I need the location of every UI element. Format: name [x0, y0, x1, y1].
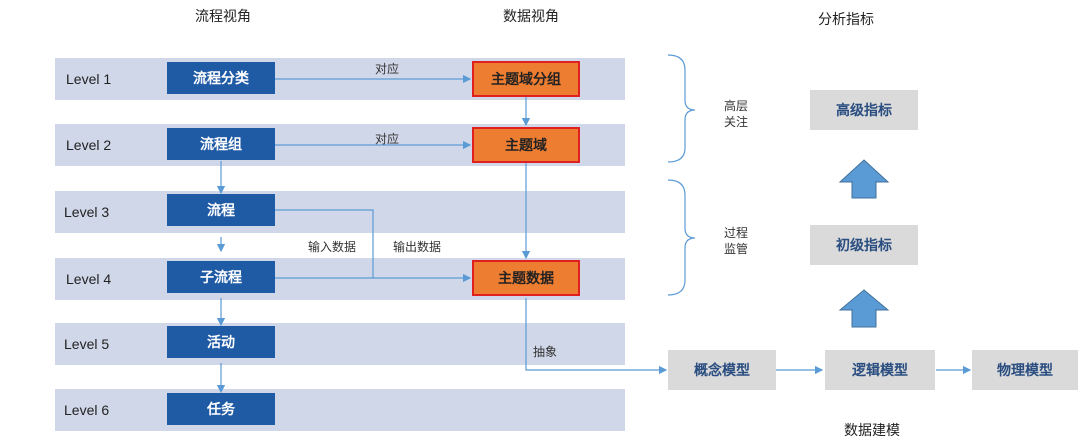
level-label-3: Level 3 — [64, 204, 110, 220]
logical-model-box: 逻辑模型 — [825, 350, 935, 390]
level-label-4: Level 4 — [66, 271, 112, 287]
level-band-6 — [55, 389, 625, 431]
basic-metrics-box: 初级指标 — [810, 225, 918, 265]
correspond-label-1: 对应 — [375, 62, 400, 76]
abstract-line — [525, 298, 668, 375]
bracket-lower — [667, 179, 696, 296]
up-arrow-upper — [838, 159, 890, 199]
level-band-3 — [55, 191, 625, 233]
up-arrow-lower — [838, 289, 890, 328]
data-box-4: 主题数据 — [472, 260, 580, 296]
bracket-label-lower: 过程 监管 — [724, 226, 749, 256]
level-label-1: Level 1 — [66, 71, 112, 87]
advanced-metrics-box: 高级指标 — [810, 90, 918, 130]
abstract-label: 抽象 — [533, 345, 558, 359]
process-box-5: 活动 — [167, 326, 275, 358]
process-box-1: 流程分类 — [167, 62, 275, 94]
data-view-heading: 数据视角 — [503, 9, 559, 25]
process-box-4: 子流程 — [167, 261, 275, 293]
bracket-label-upper: 高层 关注 — [724, 99, 749, 129]
analysis-metrics-heading: 分析指标 — [818, 12, 874, 28]
input-data-label: 输入数据 — [308, 240, 357, 254]
level-label-6: Level 6 — [64, 402, 110, 418]
output-data-label: 输出数据 — [393, 240, 442, 254]
data-modeling-heading: 数据建模 — [844, 423, 900, 439]
input-output-line — [275, 209, 374, 279]
process-view-heading: 流程视角 — [195, 9, 251, 25]
level-label-2: Level 2 — [66, 137, 112, 153]
conceptual-model-box: 概念模型 — [668, 350, 776, 390]
level-band-5 — [55, 323, 625, 365]
process-box-3: 流程 — [167, 194, 275, 226]
process-box-2: 流程组 — [167, 128, 275, 160]
bracket-upper — [667, 54, 696, 163]
correspond-label-2: 对应 — [375, 132, 400, 146]
data-box-1: 主题域分组 — [472, 61, 580, 97]
data-box-2: 主题域 — [472, 127, 580, 163]
level-label-5: Level 5 — [64, 336, 110, 352]
physical-model-box: 物理模型 — [972, 350, 1078, 390]
process-box-6: 任务 — [167, 393, 275, 425]
